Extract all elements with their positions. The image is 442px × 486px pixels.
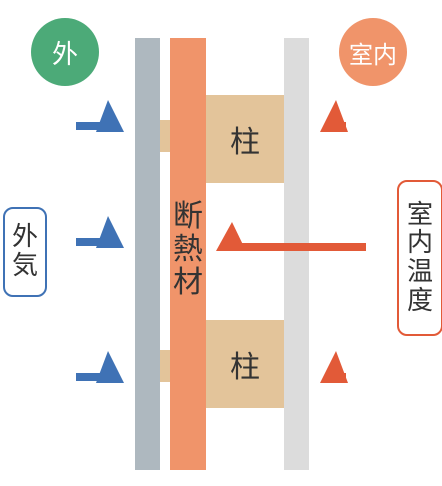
outside-circle-label: 外	[51, 39, 78, 70]
warm-arrow-top	[320, 100, 348, 132]
warm-arrow-long	[216, 222, 366, 251]
insulation-label-char: 熱	[173, 232, 203, 267]
pillar-top-label: 柱	[230, 125, 260, 160]
pillar-bottom-stub	[160, 350, 170, 382]
outside-circle: 外	[31, 18, 99, 86]
cold-arrow-top	[76, 100, 124, 132]
room-temp-char: 温	[406, 257, 433, 287]
room-temp-char: 室	[406, 199, 433, 230]
room-temp-char: 度	[406, 285, 433, 316]
insulation	[170, 38, 206, 470]
warm-arrow-bottom	[320, 351, 348, 383]
insulation-label-char: 断	[173, 199, 203, 234]
pillar-top-stub	[160, 120, 170, 152]
insulation-label-char: 材	[173, 265, 203, 300]
inside-circle: 室内	[339, 18, 407, 86]
outside-air-box: 外 気	[3, 207, 47, 297]
inner-wall	[284, 38, 309, 470]
outside-air-char: 外	[11, 222, 38, 253]
pillar-bottom: 柱	[206, 320, 284, 408]
room-temp-char: 内	[406, 228, 433, 259]
outer-wall	[135, 38, 160, 470]
inside-circle-label: 室内	[349, 40, 397, 69]
outside-air-char: 気	[11, 251, 38, 281]
pillar-bottom-label: 柱	[230, 350, 260, 385]
room-temp-box: 室 内 温 度	[397, 180, 442, 336]
insulation-label: 断 熱 材	[170, 200, 206, 299]
pillar-top: 柱	[206, 95, 284, 183]
cold-arrow-middle	[76, 216, 124, 248]
cold-arrow-bottom	[76, 351, 124, 383]
